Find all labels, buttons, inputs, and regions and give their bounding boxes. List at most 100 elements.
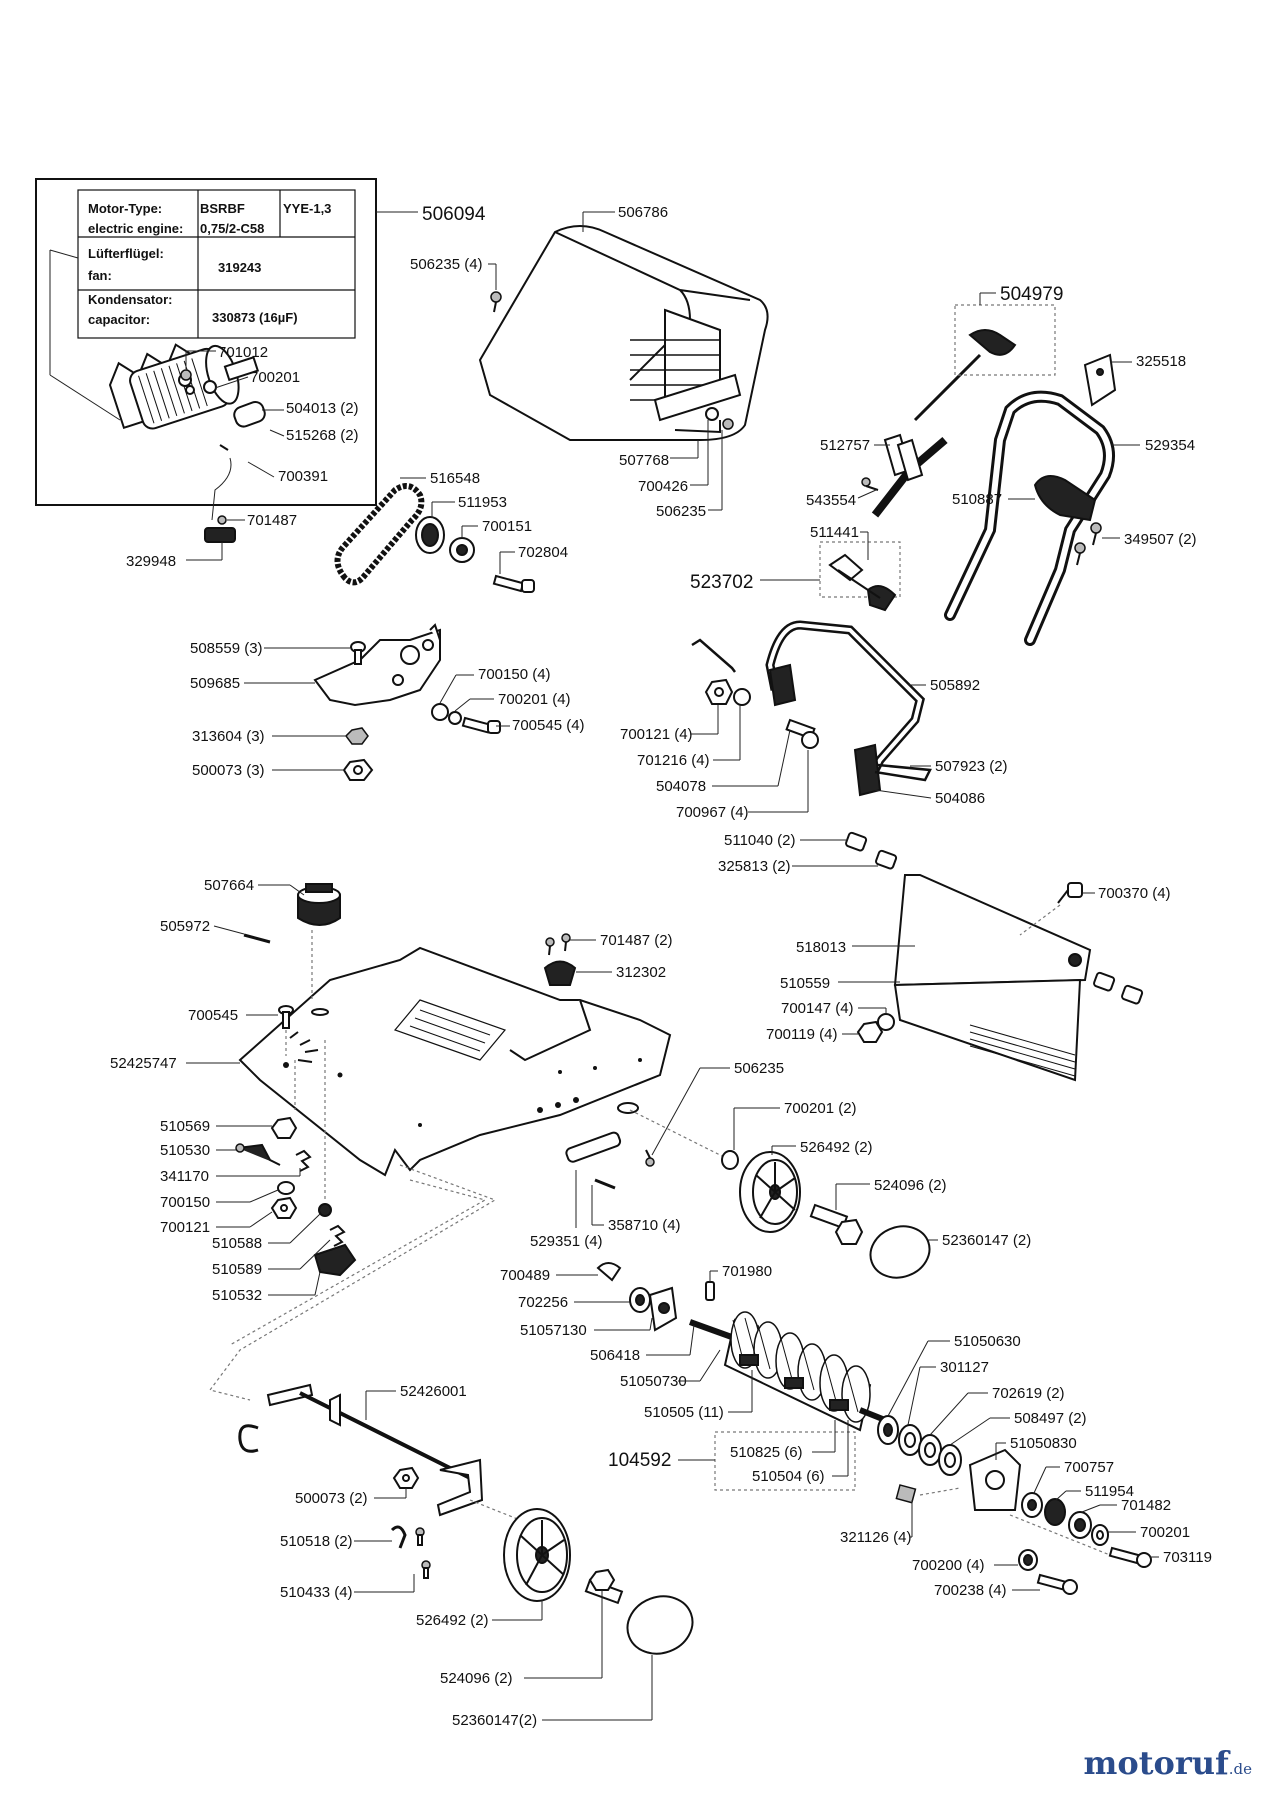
label-500073-2: 500073 (2) [295, 1490, 368, 1507]
label-700147: 700147 (4) [781, 1000, 854, 1017]
label-700545-4: 700545 (4) [512, 717, 585, 734]
screws-701487 [545, 933, 571, 956]
label-701482: 701482 [1121, 1497, 1171, 1514]
label-700121: 700121 [160, 1219, 210, 1236]
label-321126: 321126 (4) [840, 1529, 911, 1546]
label-524096-a: 524096 (2) [874, 1177, 947, 1194]
clip-312302 [543, 960, 577, 986]
label-358710: 358710 (4) [608, 1217, 681, 1234]
label-700391: 700391 [278, 468, 328, 485]
label-702619: 702619 (2) [992, 1385, 1065, 1402]
label-700757: 700757 [1064, 1459, 1114, 1476]
label-509685: 509685 [190, 675, 240, 692]
label-526492-b: 526492 (2) [416, 1612, 489, 1629]
screw-700545 [278, 1005, 294, 1029]
label-510559: 510559 [780, 975, 830, 992]
axle-bolt-524096-b [584, 1568, 624, 1605]
label-700426: 700426 [638, 478, 688, 495]
pin-701980 [705, 1281, 715, 1301]
label-504078: 504078 [656, 778, 706, 795]
drive-belt-516548 [334, 483, 425, 586]
wheel-526492-b [503, 1508, 571, 1602]
label-500073-3: 500073 (3) [192, 762, 265, 779]
label-508559: 508559 (3) [190, 640, 263, 657]
cable-handle-504979 [968, 329, 1017, 356]
deck-52425747 [238, 946, 672, 1177]
clamp-512757 [883, 433, 924, 482]
height-knob-507664 [297, 883, 341, 926]
label-700151: 700151 [482, 518, 532, 535]
label-504013: 504013 (2) [286, 400, 359, 417]
screw-506235-deck [645, 1149, 655, 1167]
label-51050730: 51050730 [620, 1373, 687, 1390]
bolt-set-700545 [431, 703, 501, 734]
motor-type-value-2: 0,75/2-C58 [200, 221, 264, 236]
label-52360147-a: 52360147 (2) [942, 1232, 1031, 1249]
label-506235-4: 506235 (4) [410, 256, 483, 273]
lower-handle-523702 [819, 541, 901, 612]
label-700238: 700238 (4) [934, 1582, 1007, 1599]
label-515268: 515268 (2) [286, 427, 359, 444]
bolt-702804 [492, 574, 535, 593]
capacitor-label: Kondensator: [88, 292, 173, 307]
washer-701216 [733, 688, 751, 706]
watermark-tld: .de [1228, 1760, 1252, 1778]
hubcap-52360147-b [626, 1595, 694, 1655]
screw-543554 [861, 477, 879, 491]
label-700489: 700489 [500, 1267, 550, 1284]
motor-type-value-3: YYE-1,3 [283, 201, 331, 216]
label-700201-4: 700201 (4) [498, 691, 571, 708]
label-510589: 510589 [212, 1261, 262, 1278]
electric-motor [49, 249, 266, 543]
label-510532: 510532 [212, 1287, 262, 1304]
label-52360147-b: 52360147(2) [452, 1712, 537, 1729]
label-700967: 700967 (4) [676, 804, 749, 821]
motor-type-value: BSRBF [200, 201, 245, 216]
screw-349507 [1074, 522, 1102, 566]
screw-510433 [421, 1560, 431, 1579]
label-510518: 510518 (2) [280, 1533, 353, 1550]
label-104592: 104592 [608, 1450, 671, 1471]
pulley-511953 [415, 516, 445, 554]
screw-700370 [1057, 882, 1083, 904]
label-507923: 507923 (2) [935, 758, 1008, 775]
label-512757: 512757 [820, 437, 870, 454]
label-700545: 700545 [188, 1007, 238, 1024]
label-51057130: 51057130 [520, 1322, 587, 1339]
label-511954: 511954 [1085, 1483, 1134, 1500]
label-504086: 504086 [935, 790, 985, 807]
label-523702: 523702 [690, 572, 753, 593]
label-516548: 516548 [430, 470, 480, 487]
height-adjust-parts [235, 1116, 357, 1277]
washer-700201-2 [721, 1150, 739, 1170]
label-700201: 700201 [250, 369, 300, 386]
label-510433: 510433 (4) [280, 1584, 353, 1601]
hook-left [238, 1424, 259, 1453]
label-510825: 510825 (6) [730, 1444, 803, 1461]
rear-axle-52426001 [266, 1383, 484, 1517]
fan-label-en: fan: [88, 268, 112, 283]
label-52426001: 52426001 [400, 1383, 467, 1400]
wheel-526492-a [739, 1151, 801, 1233]
label-506235: 506235 [656, 503, 706, 520]
label-51050630: 51050630 [954, 1333, 1021, 1350]
label-701487: 701487 [247, 512, 297, 529]
label-510569: 510569 [160, 1118, 210, 1135]
label-508497: 508497 (2) [1014, 1410, 1087, 1427]
screw-508559 [350, 641, 366, 665]
label-518013: 518013 [796, 939, 846, 956]
label-510530: 510530 [160, 1142, 210, 1159]
label-701487-2: 701487 (2) [600, 932, 673, 949]
label-526492-a: 526492 (2) [800, 1139, 873, 1156]
pin-507923-upper [691, 638, 736, 673]
label-51050830: 51050830 [1010, 1435, 1077, 1452]
label-325518: 325518 [1136, 353, 1186, 370]
label-505892: 505892 [930, 677, 980, 694]
label-349507: 349507 (2) [1124, 531, 1197, 548]
handle-upper-529354 [871, 390, 1115, 646]
label-700150: 700150 [160, 1194, 210, 1211]
hubcap-52360147-a [869, 1225, 931, 1279]
label-529351: 529351 (4) [530, 1233, 603, 1250]
label-529354: 529354 [1145, 437, 1195, 454]
